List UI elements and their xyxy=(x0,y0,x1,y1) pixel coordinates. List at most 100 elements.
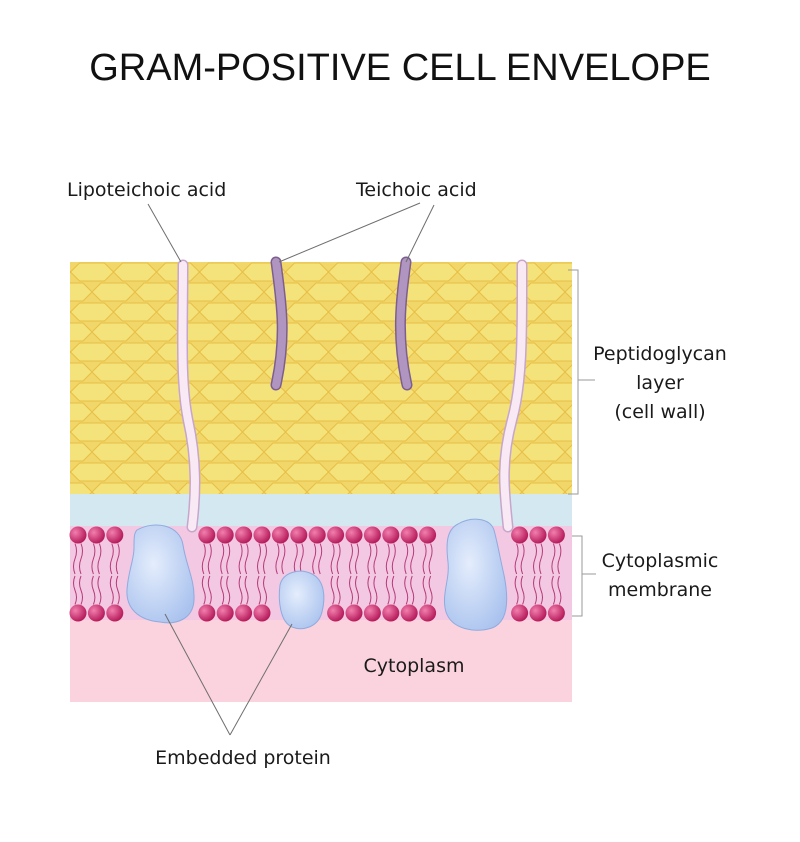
phospholipid-tail xyxy=(257,543,261,575)
peptidoglycan-unit xyxy=(70,342,115,362)
peptidoglycan-unit xyxy=(70,322,93,342)
peptidoglycan-unit xyxy=(134,282,179,302)
peptidoglycan-unit xyxy=(456,302,502,322)
phospholipid-tail xyxy=(367,543,372,575)
lipoteichoic-acid-label: Lipoteichoic acid xyxy=(67,179,226,201)
brackets xyxy=(568,269,596,617)
phospholipid-tail xyxy=(373,543,378,575)
phospholipid-head xyxy=(106,604,124,622)
leader-lines xyxy=(147,202,435,736)
peptidoglycan-unit xyxy=(587,503,630,521)
peptidoglycan-unit xyxy=(155,382,201,402)
peptidoglycan-unit xyxy=(413,302,459,322)
lipoteichoic-acid-right xyxy=(498,259,528,533)
leader-protein-left xyxy=(164,613,231,736)
peptidoglycan-unit xyxy=(91,282,136,302)
peptidoglycan-unit xyxy=(435,322,480,342)
phospholipid-tail xyxy=(73,575,77,605)
peptidoglycan-unit xyxy=(608,443,651,461)
embedded-protein-right xyxy=(443,518,508,631)
phospholipid-head xyxy=(327,526,345,544)
phospholipid-tail xyxy=(220,543,225,575)
peptidoglycan-unit xyxy=(349,442,394,462)
peptidoglycan-unit xyxy=(91,442,136,462)
peptidoglycan-unit xyxy=(198,342,244,362)
peptidoglycan-unit xyxy=(456,262,502,282)
peptidoglycan-unit xyxy=(327,382,373,402)
peptidoglycan-unit xyxy=(284,382,330,402)
peptidoglycan-unit xyxy=(112,422,158,442)
phospholipid-tail xyxy=(355,575,359,605)
phospholipid-tail xyxy=(385,543,390,575)
membrane-label-line2: membrane xyxy=(608,579,712,601)
phospholipid-tail xyxy=(520,543,525,575)
peptidoglycan-unit xyxy=(134,402,179,422)
peptidoglycan-unit xyxy=(70,310,72,314)
phospholipid-head xyxy=(345,526,363,544)
peptidoglycan-unit xyxy=(413,342,459,362)
lipoteichoic-acid-left xyxy=(176,259,201,533)
embedded-protein-label: Embedded protein xyxy=(155,747,331,769)
phospholipid-tail xyxy=(551,543,556,575)
phospholipid-tail xyxy=(115,543,120,575)
phospholipid-tail xyxy=(330,575,335,605)
peptidoglycan-unit xyxy=(70,430,72,434)
peptidoglycan-unit xyxy=(435,402,480,422)
peptidoglycan-unit xyxy=(349,402,394,422)
peptidoglycan-unit xyxy=(413,462,459,482)
peptidoglycan-unit xyxy=(284,262,330,282)
peptidoglycan-unit xyxy=(608,283,651,301)
peptidoglycan-unit xyxy=(284,422,330,442)
peptidoglycan-unit xyxy=(241,422,287,442)
peptidoglycan-unit xyxy=(70,362,93,382)
peptidoglycan-unit xyxy=(220,362,265,382)
phospholipid-tail xyxy=(293,543,298,575)
peptidoglycan-unit xyxy=(198,382,244,402)
peptidoglycan-unit xyxy=(306,282,351,302)
phospholipid-head xyxy=(511,526,529,544)
phospholipid-tail xyxy=(336,575,341,605)
phospholipid-tail xyxy=(115,575,120,605)
phospholipid-tail xyxy=(367,575,372,605)
phospholipid-tail xyxy=(73,543,77,575)
peptidoglycan-unit xyxy=(564,364,572,380)
peptidoglycan-unit xyxy=(327,342,373,362)
peptidoglycan-unit xyxy=(521,362,566,382)
peptidoglycan-label-line2: layer xyxy=(636,372,684,394)
peptidoglycan-unit xyxy=(70,382,115,402)
peptidoglycan-unit xyxy=(306,442,351,462)
phospholipid-tail xyxy=(97,543,102,575)
phospholipid-tail xyxy=(557,543,562,575)
peptidoglycan-unit xyxy=(542,342,572,362)
peptidoglycan-unit xyxy=(587,263,630,281)
embedded-protein-left xyxy=(126,524,195,624)
peptidoglycan-unit xyxy=(542,382,572,402)
peptidoglycan-unit xyxy=(564,444,572,460)
peptidoglycan-unit xyxy=(70,442,93,462)
phospholipid-head xyxy=(198,526,216,544)
phospholipid-tail xyxy=(355,543,359,575)
peptidoglycan-unit xyxy=(456,382,502,402)
phospholipid-tail xyxy=(539,575,543,605)
peptidoglycan-unit xyxy=(456,422,502,442)
diagram-title: GRAM-POSITIVE CELL ENVELOPE xyxy=(89,47,711,89)
peptidoglycan-unit xyxy=(70,422,115,442)
phospholipid-tail xyxy=(557,575,562,605)
peptidoglycan-unit xyxy=(349,322,394,342)
phospholipid-tail xyxy=(201,575,206,605)
peptidoglycan-unit xyxy=(284,302,330,322)
phospholipid-tail xyxy=(391,543,396,575)
phospholipid-head xyxy=(253,526,271,544)
phospholipid-tail xyxy=(91,543,96,575)
membrane-bracket xyxy=(572,535,596,617)
peptidoglycan-unit xyxy=(112,302,158,322)
peptidoglycan-unit xyxy=(91,402,136,422)
phospholipid-head xyxy=(198,604,216,622)
leader-teichoic-left xyxy=(278,202,421,263)
peptidoglycan-unit xyxy=(608,483,651,501)
peptidoglycan-unit xyxy=(370,422,416,442)
peptidoglycan-unit xyxy=(349,282,394,302)
peptidoglycan-bracket xyxy=(568,269,595,495)
phospholipid-head xyxy=(87,604,105,622)
peptidoglycan-unit xyxy=(134,362,179,382)
